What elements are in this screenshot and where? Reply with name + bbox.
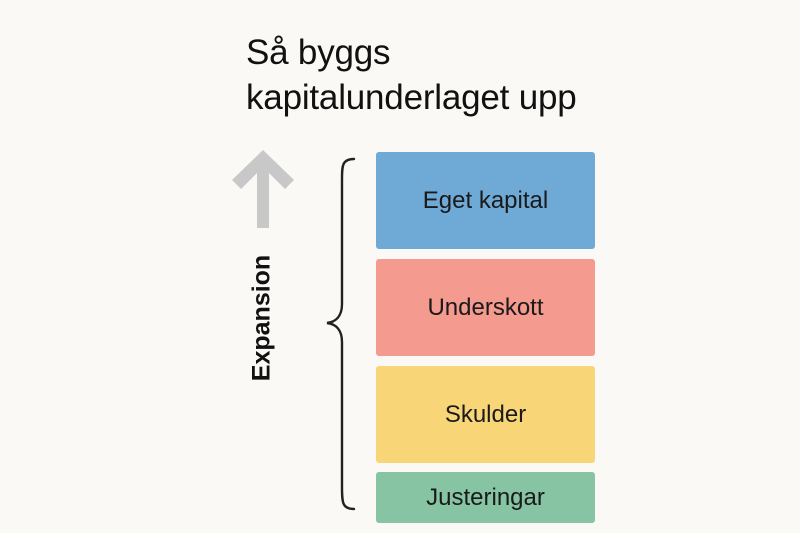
left-brace-icon [326,157,356,511]
layer-block-underskott: Underskott [376,259,595,356]
diagram-title: Så byggs kapitalunderlaget upp [246,30,577,120]
layer-label: Underskott [427,293,544,321]
title-line-1: Så byggs [246,33,391,72]
layer-label: Justeringar [426,483,545,511]
title-line-2: kapitalunderlaget upp [246,78,577,117]
layer-label: Eget kapital [422,186,549,214]
layer-block-skulder: Skulder [376,366,595,463]
layer-block-eget-kapital: Eget kapital [376,152,595,249]
layer-label: Skulder [444,400,527,428]
layer-block-justeringar: Justeringar [376,472,595,523]
up-arrow-icon [232,150,294,228]
axis-label: Expansion [247,254,276,382]
